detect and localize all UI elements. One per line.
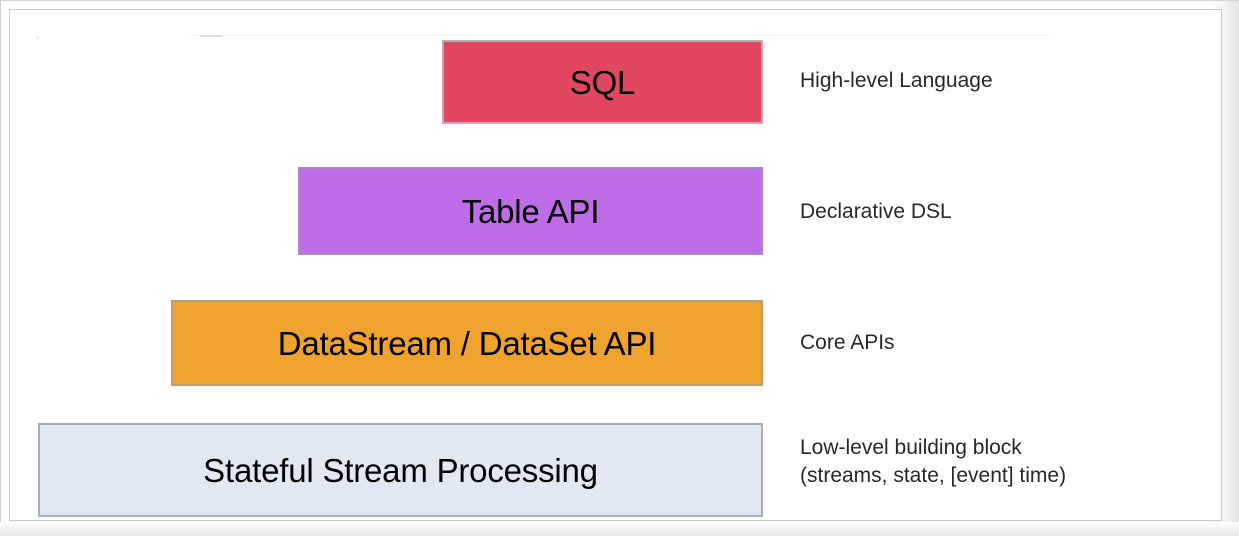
layer-box-stateful-stream-processing-label: Stateful Stream Processing [203, 451, 598, 489]
layer-box-sql: SQL [442, 40, 763, 124]
layer-box-table-api: Table API [298, 167, 763, 255]
hairline-tick-artifact [200, 35, 222, 37]
layer-side-label-sql: High-level Language [800, 69, 993, 92]
layer-side-label-stateful-stream-processing: Low-level building block (streams, state… [800, 436, 1067, 487]
layer-box-table-api-label: Table API [461, 192, 600, 230]
layer-side-label-table-api: Declarative DSL [800, 200, 952, 223]
layer-box-datastream-dataset-api-label: DataStream / DataSet API [277, 324, 657, 362]
layer-box-sql-label: SQL [569, 63, 636, 101]
outer-window-frame-bottom-edge [0, 522, 1239, 536]
layer-box-datastream-dataset-api: DataStream / DataSet API [171, 300, 763, 386]
diagram-panel: SQL High-level Language Table API Declar… [9, 9, 1222, 521]
layer-box-stateful-stream-processing: Stateful Stream Processing [38, 423, 763, 517]
speck-artifact [36, 36, 39, 39]
hairline-artifact [190, 35, 1050, 36]
layer-side-label-datastream-dataset-api: Core APIs [800, 331, 895, 354]
